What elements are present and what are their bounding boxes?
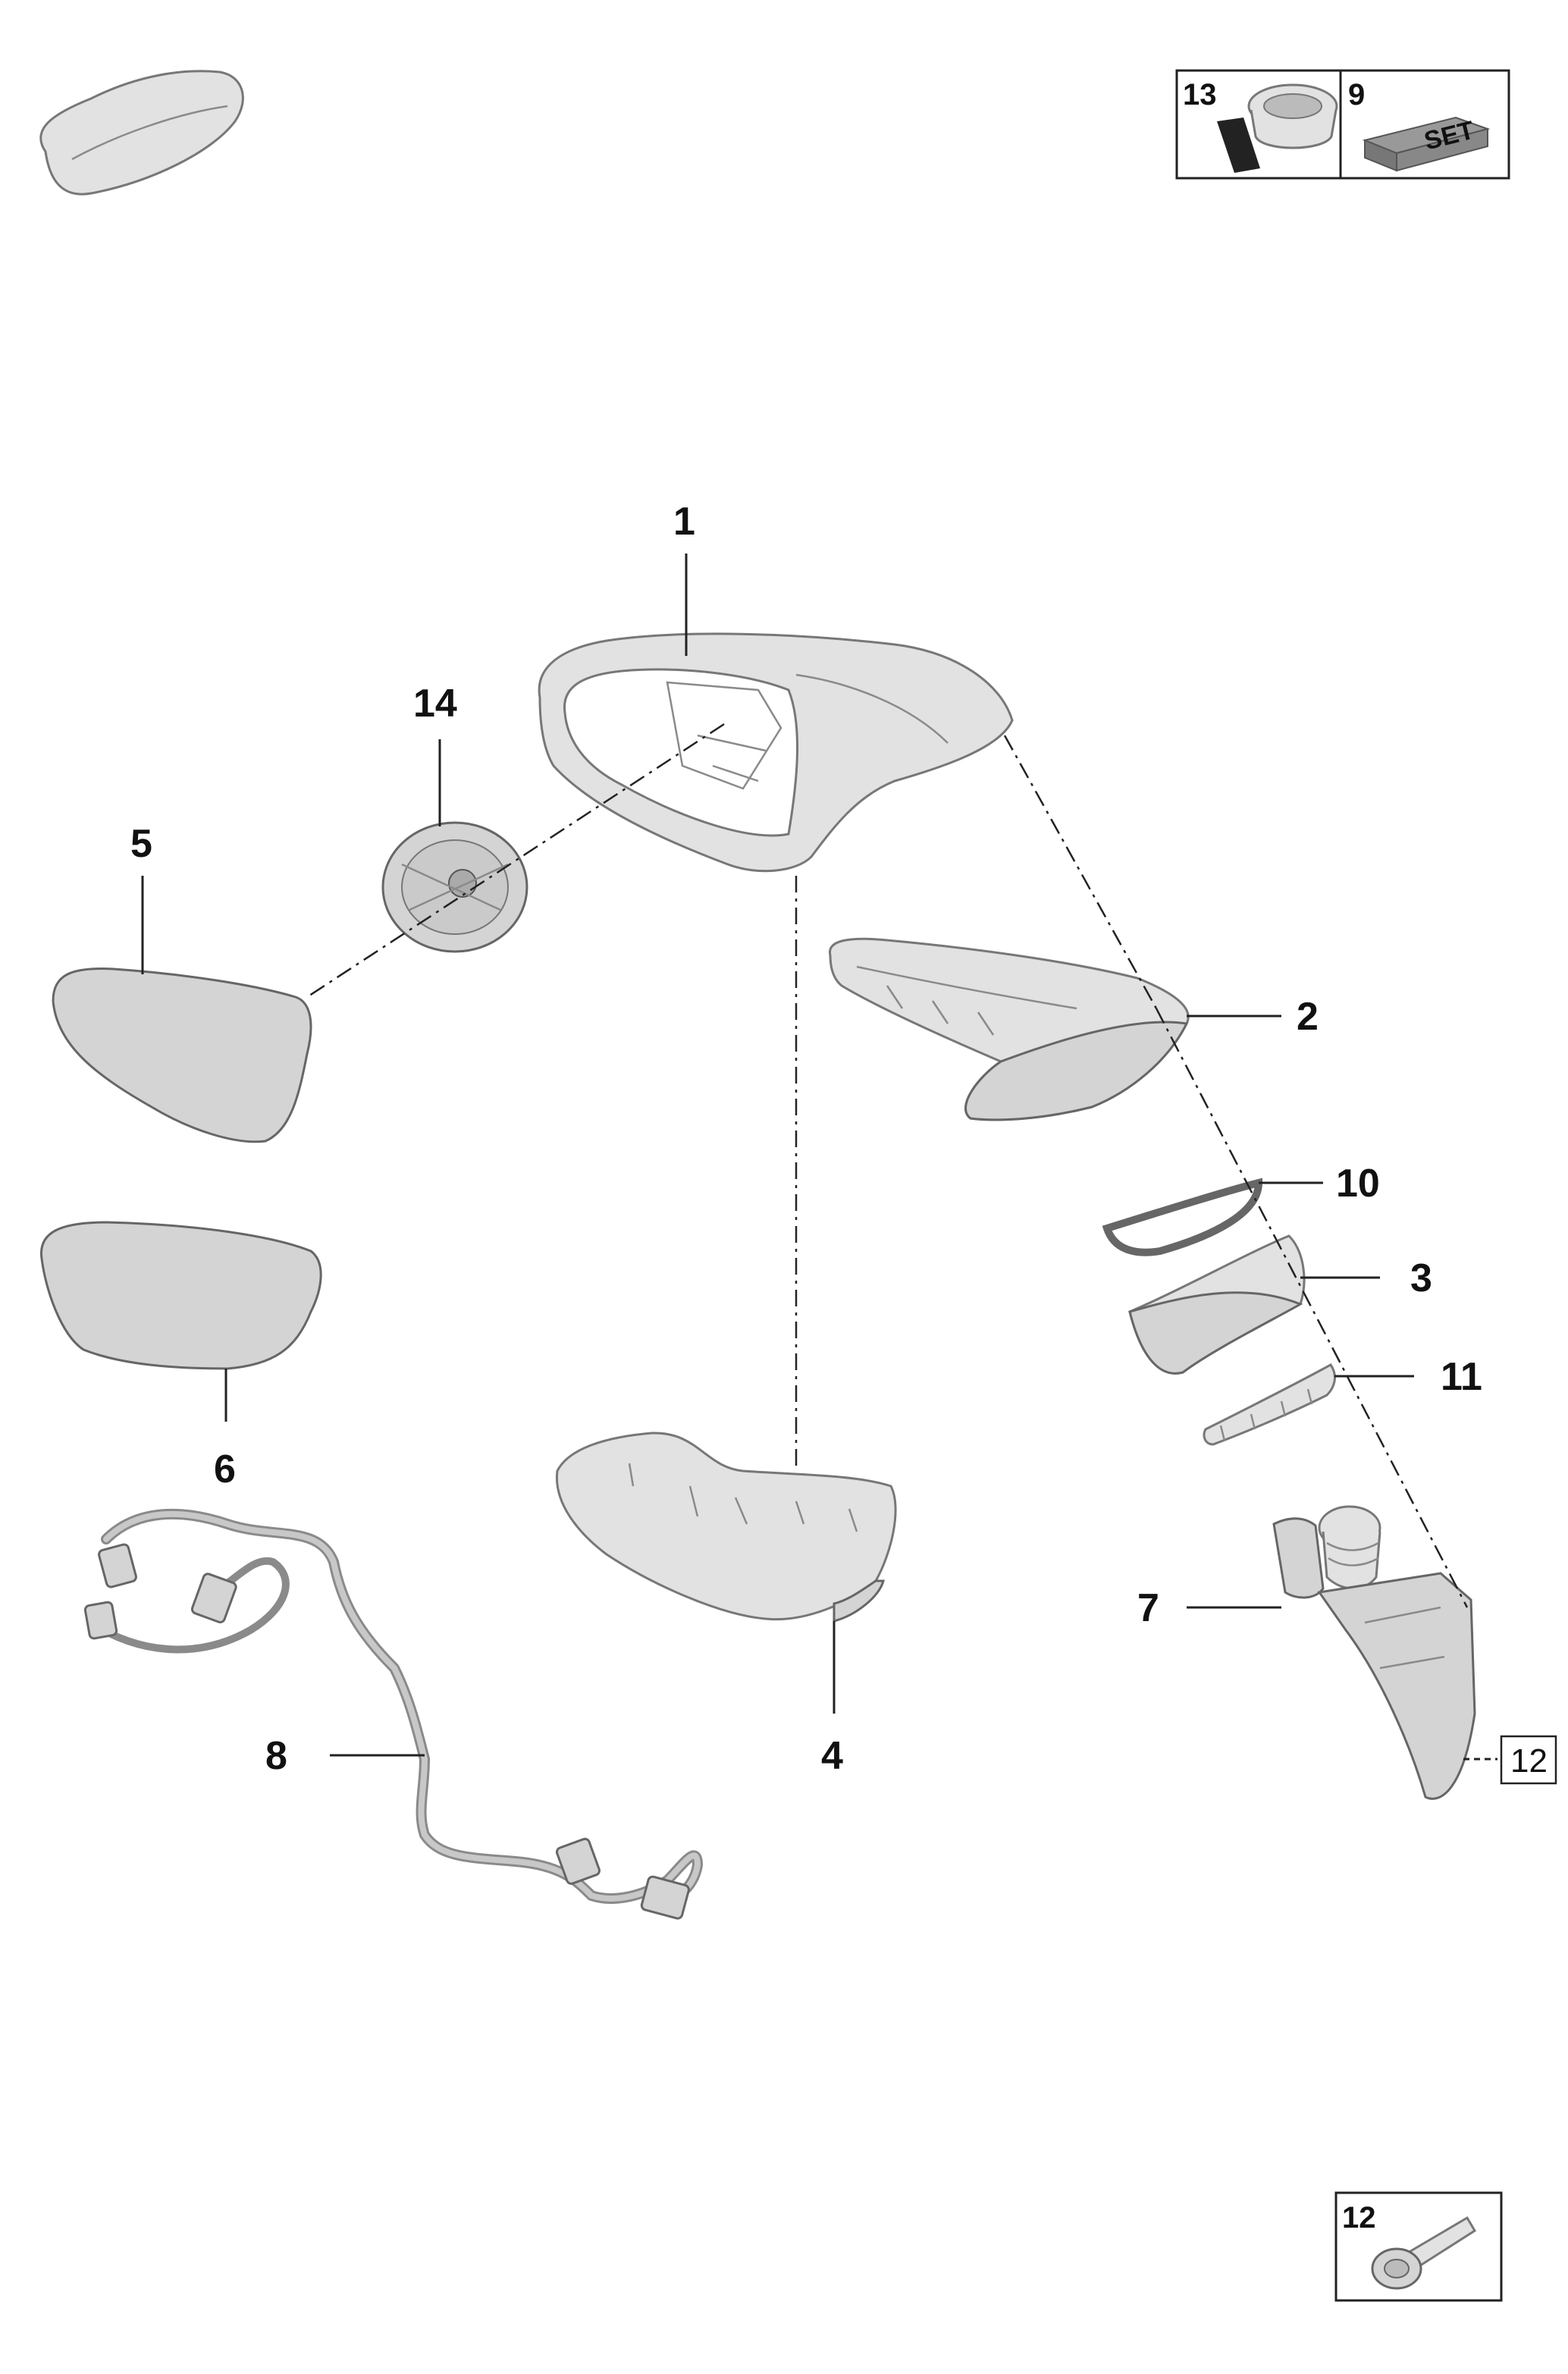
indicator-lamp <box>1203 1363 1336 1446</box>
legend-screw-number: 12 <box>1342 2201 1376 2234</box>
legend-box-top: 13 9 SET <box>1175 69 1510 180</box>
callout-gasket: 10 <box>1336 1162 1380 1206</box>
gasket <box>1102 1178 1263 1256</box>
callout-mirror-glass-lower: 6 <box>214 1447 236 1491</box>
callout-glass-drive: 14 <box>413 682 457 726</box>
callout-wiring-harness: 8 <box>265 1734 287 1778</box>
legend-box-bottom: 12 <box>1334 2191 1503 2302</box>
trim-frame <box>829 937 1190 1121</box>
screw-reference-box: 12 <box>1500 1735 1557 1785</box>
legend-set-number: 9 <box>1348 78 1365 111</box>
callout-adjust-motor: 7 <box>1137 1586 1159 1630</box>
glass-drive-unit <box>381 821 528 953</box>
callout-mirror-glass-upper: 5 <box>130 822 152 866</box>
callout-indicator-cover: 3 <box>1410 1256 1432 1300</box>
callout-lower-cap: 4 <box>821 1734 843 1778</box>
assembly-axes <box>306 723 1469 1608</box>
wiring-harness <box>83 1508 704 1920</box>
adjust-motor <box>1272 1505 1476 1800</box>
indicator-cover <box>1128 1234 1306 1375</box>
lower-cap <box>555 1432 897 1623</box>
leader-lines <box>141 554 1497 1761</box>
callout-housing: 1 <box>673 500 695 544</box>
mirror-glass-upper <box>52 967 312 1143</box>
mirror-glass-lower <box>39 1221 322 1370</box>
screw-reference-number: 12 <box>1510 1742 1548 1780</box>
seal-ring-icon <box>1217 83 1338 173</box>
mirror-housing <box>538 632 1014 873</box>
screw-icon <box>1371 2216 1477 2290</box>
callout-indicator-lamp: 11 <box>1441 1355 1482 1399</box>
legend-seal-number: 13 <box>1183 78 1217 111</box>
car-thumbnail-icon <box>39 70 244 196</box>
callout-trim-frame: 2 <box>1297 995 1319 1039</box>
